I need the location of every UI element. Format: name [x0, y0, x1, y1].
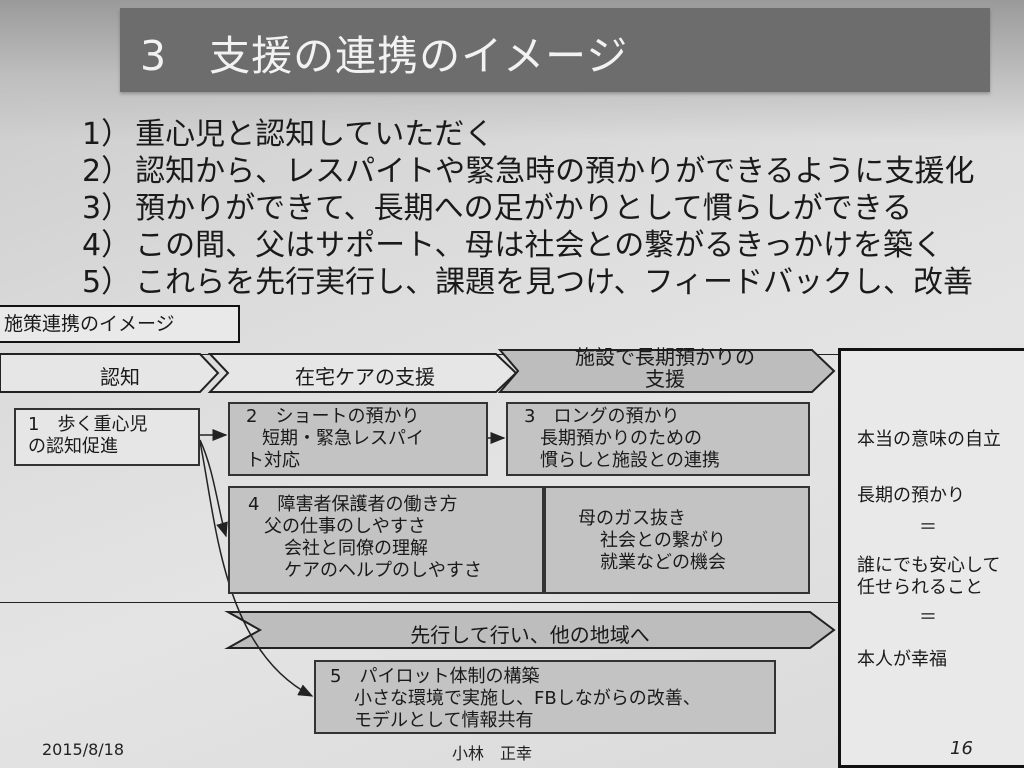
stage-label-facility-line: 施設で長期預かりの [575, 345, 755, 369]
box-text: の認知促進 [28, 436, 118, 457]
stage-label-awareness: 認知 [100, 365, 140, 389]
stage-label-facility: 施設で長期預かりの 支援 [540, 346, 790, 390]
box-title: 3 ロングの預かり [524, 406, 680, 427]
footer-page-number: 16 [950, 738, 973, 759]
section-label: 施策連携のイメージ [0, 305, 240, 343]
box-text: 母のガス抜き [578, 508, 686, 529]
title-bar [120, 8, 990, 92]
box-pilot: 5 パイロット体制の構築 小さな環境で実施し、FBしながらの改善、 モデルとして… [314, 660, 776, 734]
slide-title: 3 支援の連携のイメージ [140, 32, 629, 80]
panel-text: 任せられること [857, 577, 983, 598]
box-title: 2 ショートの預かり [246, 406, 420, 427]
lower-arrow [224, 611, 836, 649]
list-number: 2） [82, 154, 132, 189]
footer-date: 2015/8/18 [42, 740, 125, 759]
box-text: 父の仕事のしやすさ [264, 516, 426, 537]
stage-label-facility-line: 支援 [645, 367, 685, 391]
point-list: 1）重心児と認知していただく 2）認知から、レスパイトや緊急時の預かりができるよ… [82, 116, 979, 301]
list-number: 1） [82, 117, 132, 152]
panel-text: 長期の預かり [857, 485, 965, 506]
footer-author: 小林 正幸 [452, 744, 533, 763]
panel-equals: ＝ [919, 607, 937, 628]
list-number: 5） [82, 265, 132, 300]
box-mother-support: 母のガス抜き 社会との繋がり 就業などの機会 [544, 486, 810, 594]
divider-line [0, 602, 838, 603]
box-long-stay: 3 ロングの預かり 長期預かりのための 慣らしと施設との連携 [506, 402, 810, 476]
stage-label-home-care: 在宅ケアの支援 [295, 365, 435, 389]
list-item: 3）預かりができて、長期への足がかりとして慣らしができる [82, 190, 979, 227]
box-title: 4 障害者保護者の働き方 [248, 494, 458, 515]
box-awareness: 1 歩く重心児 の認知促進 [14, 408, 200, 466]
box-short-stay: 2 ショートの預かり 短期・緊急レスパイ ト対応 [228, 402, 488, 476]
box-text: 短期・緊急レスパイ [262, 428, 424, 449]
box-text: 社会との繋がり [600, 530, 726, 551]
box-parent-work: 4 障害者保護者の働き方 父の仕事のしやすさ 会社と同僚の理解 ケアのヘルプのし… [228, 486, 544, 594]
box-text: 会社と同僚の理解 [284, 538, 428, 559]
panel-text: 本人が幸福 [857, 649, 947, 670]
list-item: 4）この間、父はサポート、母は社会との繋がるきっかけを築く [82, 227, 979, 264]
box-title: 1 歩く重心児 [28, 414, 148, 435]
stage-arrow-facility [497, 349, 836, 393]
box-text: 就業などの機会 [600, 552, 726, 573]
panel-equals: ＝ [919, 517, 937, 538]
box-text: 長期預かりのための [540, 428, 702, 449]
stage-arrow-awareness [0, 353, 220, 393]
list-item: 1）重心児と認知していただく [82, 116, 979, 153]
list-item: 2）認知から、レスパイトや緊急時の預かりができるように支援化 [82, 153, 979, 190]
panel-text: 本当の意味の自立 [857, 429, 1001, 450]
list-item: 5）これらを先行実行し、課題を見つけ、フィードバックし、改善 [82, 264, 979, 301]
list-text: 預かりができて、長期への足がかりとして慣らしができる [135, 191, 913, 226]
lower-arrow-label: 先行して行い、他の地域へ [410, 623, 650, 647]
list-text: 重心児と認知していただく [135, 117, 495, 152]
independence-panel: 本当の意味の自立 長期の預かり ＝ 誰にでも安心して 任せられること ＝ 本人が… [838, 348, 1024, 768]
list-text: 認知から、レスパイトや緊急時の預かりができるように支援化 [135, 154, 975, 189]
box-text: モデルとして情報共有 [354, 710, 534, 731]
box-text: 小さな環境で実施し、FBしながらの改善、 [354, 688, 701, 709]
box-text: ト対応 [246, 450, 300, 471]
list-text: これらを先行実行し、課題を見つけ、フィードバックし、改善 [135, 265, 973, 300]
box-text: 慣らしと施設との連携 [540, 450, 720, 471]
list-number: 4） [82, 228, 132, 263]
panel-text: 誰にでも安心して [857, 555, 1001, 576]
connector-arrow [199, 439, 228, 538]
list-number: 3） [82, 191, 132, 226]
box-title: 5 パイロット体制の構築 [330, 666, 540, 687]
list-text: この間、父はサポート、母は社会との繋がるきっかけを築く [135, 228, 943, 263]
stage-arrow-home-care [207, 353, 518, 393]
box-text: ケアのヘルプのしやすさ [284, 560, 482, 581]
